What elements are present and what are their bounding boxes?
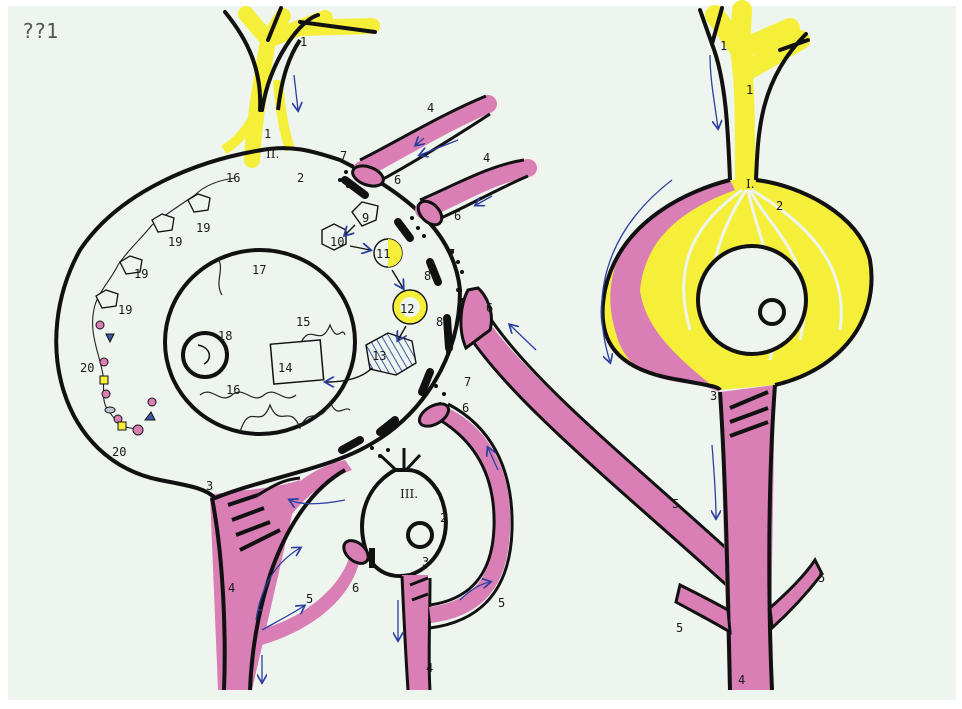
label-6: 6 bbox=[454, 209, 461, 223]
corner-note: ??1 bbox=[22, 19, 58, 43]
neuron-label-two: II. bbox=[266, 147, 279, 161]
label-6: 6 bbox=[486, 301, 493, 315]
label-6: 6 bbox=[462, 401, 469, 415]
label-19: 19 bbox=[168, 235, 182, 249]
neuron-label-three: III. bbox=[400, 487, 418, 501]
label-1: 1 bbox=[746, 83, 753, 97]
label-4: 4 bbox=[427, 101, 434, 115]
label-19: 19 bbox=[134, 267, 148, 281]
label-4: 4 bbox=[228, 581, 235, 595]
label-20: 20 bbox=[80, 361, 94, 375]
label-1: 1 bbox=[720, 39, 727, 53]
label-6: 6 bbox=[352, 581, 359, 595]
label-20: 20 bbox=[112, 445, 126, 459]
label-17: 17 bbox=[252, 263, 266, 277]
label-16: 16 bbox=[226, 383, 240, 397]
label-3: 3 bbox=[206, 479, 213, 493]
label-7: 7 bbox=[340, 149, 347, 163]
label-4: 4 bbox=[426, 661, 433, 675]
neuron-label-one: I. bbox=[746, 177, 755, 191]
label-4: 4 bbox=[483, 151, 490, 165]
label-5: 5 bbox=[306, 592, 313, 606]
label-6: 6 bbox=[394, 173, 401, 187]
label-11: 11 bbox=[376, 247, 390, 261]
label-7: 7 bbox=[464, 375, 471, 389]
label-2: 2 bbox=[440, 511, 447, 525]
label-5: 5 bbox=[818, 571, 825, 585]
label-8: 8 bbox=[436, 315, 443, 329]
label-7: 7 bbox=[448, 247, 455, 261]
label-3: 3 bbox=[710, 389, 717, 403]
label-5: 5 bbox=[498, 596, 505, 610]
label-4: 4 bbox=[738, 673, 745, 687]
label-10: 10 bbox=[330, 235, 344, 249]
label-2: 2 bbox=[776, 199, 783, 213]
label-19: 19 bbox=[196, 221, 210, 235]
label-3: 3 bbox=[422, 555, 429, 569]
label-5: 5 bbox=[676, 621, 683, 635]
label-16: 16 bbox=[226, 171, 240, 185]
label-15: 15 bbox=[296, 315, 310, 329]
label-2: 2 bbox=[297, 171, 304, 185]
label-12: 12 bbox=[400, 302, 414, 316]
label-18: 18 bbox=[218, 329, 232, 343]
label-14: 14 bbox=[278, 361, 292, 375]
label-1: 1 bbox=[300, 35, 307, 49]
label-5: 5 bbox=[672, 497, 679, 511]
label-1: 1 bbox=[264, 127, 271, 141]
label-8: 8 bbox=[424, 269, 431, 283]
label-13: 13 bbox=[372, 349, 386, 363]
label-19: 19 bbox=[118, 303, 132, 317]
label-9: 9 bbox=[362, 211, 369, 225]
